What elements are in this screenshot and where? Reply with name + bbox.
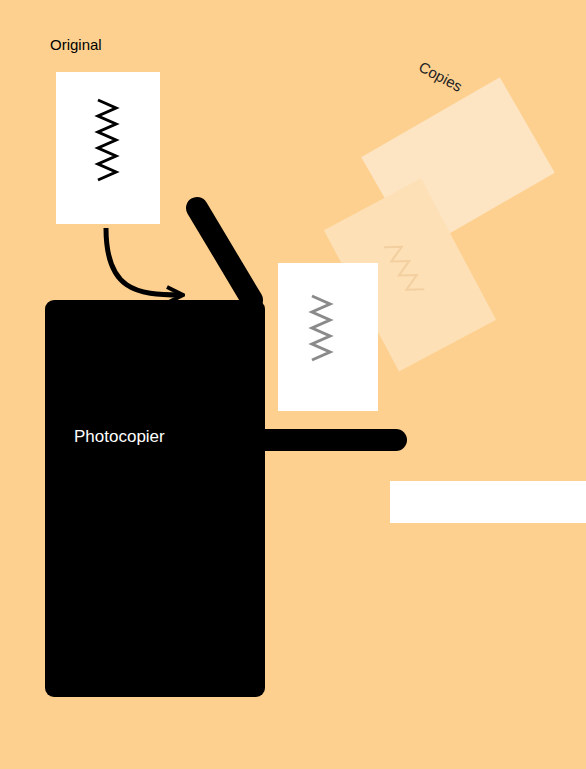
copy-zigzag bbox=[312, 296, 330, 360]
faded-zigzag bbox=[384, 240, 424, 297]
copier-lid bbox=[197, 208, 252, 300]
white-bar bbox=[390, 481, 586, 523]
feed-arrow bbox=[106, 228, 181, 295]
copy-sheet bbox=[278, 263, 378, 411]
paper-sheet bbox=[56, 72, 160, 224]
photocopier-body: Photocopier bbox=[45, 300, 265, 697]
copies-label: Copies bbox=[416, 58, 465, 95]
zigzag bbox=[56, 72, 160, 224]
original-sheet: Original bbox=[50, 36, 172, 224]
machine-label: Photocopier bbox=[74, 427, 165, 447]
sheet-heading: Original bbox=[50, 36, 172, 58]
output-tray bbox=[260, 429, 396, 451]
